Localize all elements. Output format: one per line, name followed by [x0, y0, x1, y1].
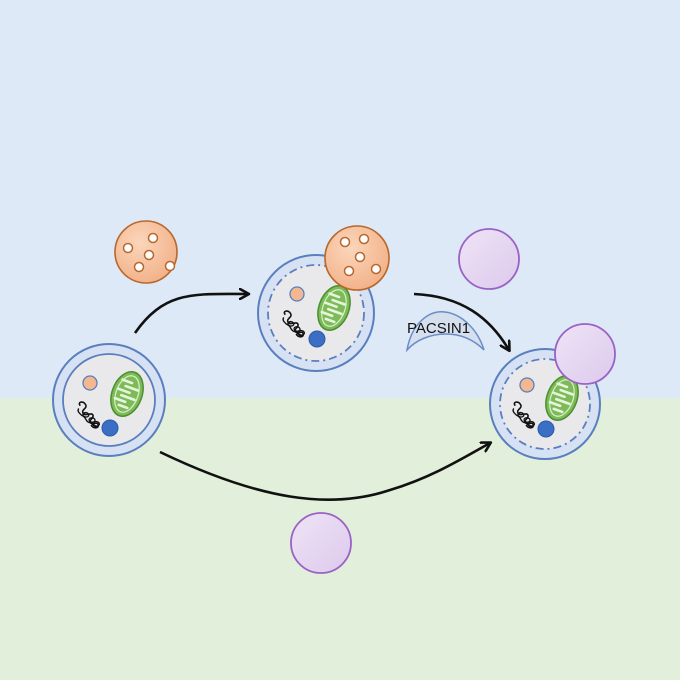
nucleus-blue-dot — [308, 330, 326, 348]
orange-organelle — [289, 286, 305, 302]
arrow-ev-bound-to-final — [413, 292, 509, 350]
orange-vesicle-bound — [324, 225, 390, 291]
purple-vesicle-upper — [458, 228, 520, 290]
nucleus-blue-dot — [101, 419, 119, 437]
orange-organelle — [519, 377, 535, 393]
cell-initial — [52, 343, 166, 457]
arrow-initial-to-final — [159, 443, 490, 502]
nucleus-blue-dot — [537, 420, 555, 438]
purple-vesicle-lower — [290, 512, 352, 574]
pacsin1-protein-icon — [405, 311, 485, 353]
orange-vesicle-free — [114, 220, 178, 284]
arrow-initial-to-ev-bound — [133, 294, 248, 334]
purple-vesicle-bound — [554, 323, 616, 385]
pacsin1-label: PACSIN1 — [407, 320, 470, 337]
orange-organelle — [82, 375, 98, 391]
